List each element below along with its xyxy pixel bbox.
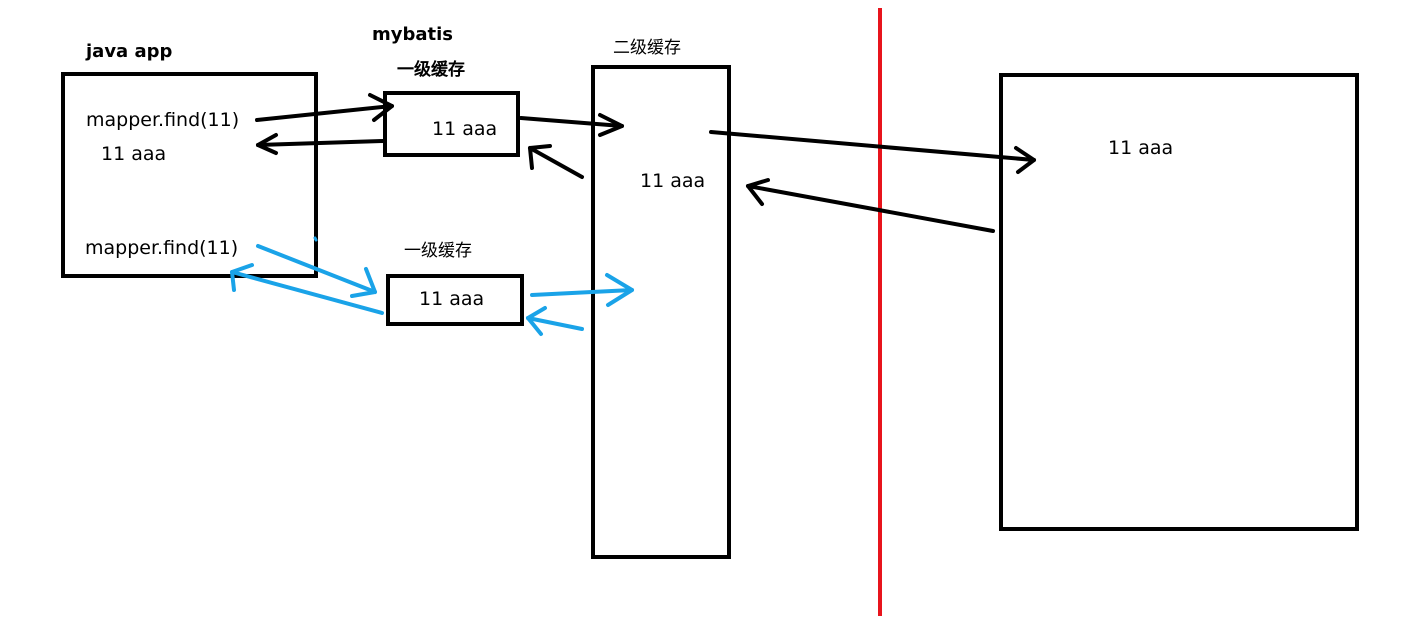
arrowhead-l2-to-l1: [528, 144, 552, 170]
arrowhead-l2-to-db: [1014, 146, 1036, 174]
l1-cache-box-bottom: [386, 274, 524, 326]
arrow-blue-app-to-l1: [256, 244, 377, 294]
l1-cache-bottom-label: 一级缓存: [404, 241, 472, 261]
l2-value: 11 aaa: [640, 170, 706, 192]
l1-cache-box-top: [383, 91, 520, 157]
app-result-1: 11 aaa: [101, 143, 167, 165]
arrowhead-blue-l1-to-l2: [605, 273, 634, 307]
arrowhead-db-to-l2: [746, 178, 770, 206]
arrow-blue-l1-to-l2: [530, 288, 634, 297]
arrowhead-blue-app-to-l1: [350, 267, 377, 298]
arrowhead-l1-to-app: [256, 133, 278, 155]
db-value: 11 aaa: [1108, 137, 1174, 159]
blue-tick: [313, 236, 318, 242]
arrow-l2-to-db: [709, 130, 1036, 162]
arrowhead-l1-to-l2: [598, 113, 624, 137]
database-box: [999, 73, 1359, 531]
arrow-l1-to-app: [256, 139, 385, 147]
arrowhead-app-to-l1: [368, 93, 394, 122]
l1-bottom-value: 11 aaa: [419, 288, 485, 310]
arrow-l1-to-l2: [519, 116, 624, 128]
java-app-box: [61, 72, 318, 278]
arrow-l2-to-l1: [528, 146, 584, 179]
arrow-blue-l1-to-app: [230, 270, 384, 315]
l1-top-value: 11 aaa: [432, 118, 498, 140]
arrow-db-to-l2: [746, 184, 995, 233]
java-app-label: java app: [86, 41, 173, 62]
arrowhead-blue-l1-to-app: [230, 263, 254, 292]
mybatis-label: mybatis: [372, 24, 454, 45]
l1-cache-top-label: 一级缓存: [397, 60, 465, 80]
app-call-2: mapper.find(11): [85, 237, 239, 259]
arrow-blue-l2-to-l1: [526, 316, 584, 331]
l2-cache-box: [591, 65, 731, 559]
arrowhead-blue-l2-to-l1: [526, 306, 547, 336]
arrow-app-to-l1: [255, 104, 394, 122]
l2-cache-label: 二级缓存: [613, 38, 681, 58]
app-call-1: mapper.find(11): [86, 109, 240, 131]
